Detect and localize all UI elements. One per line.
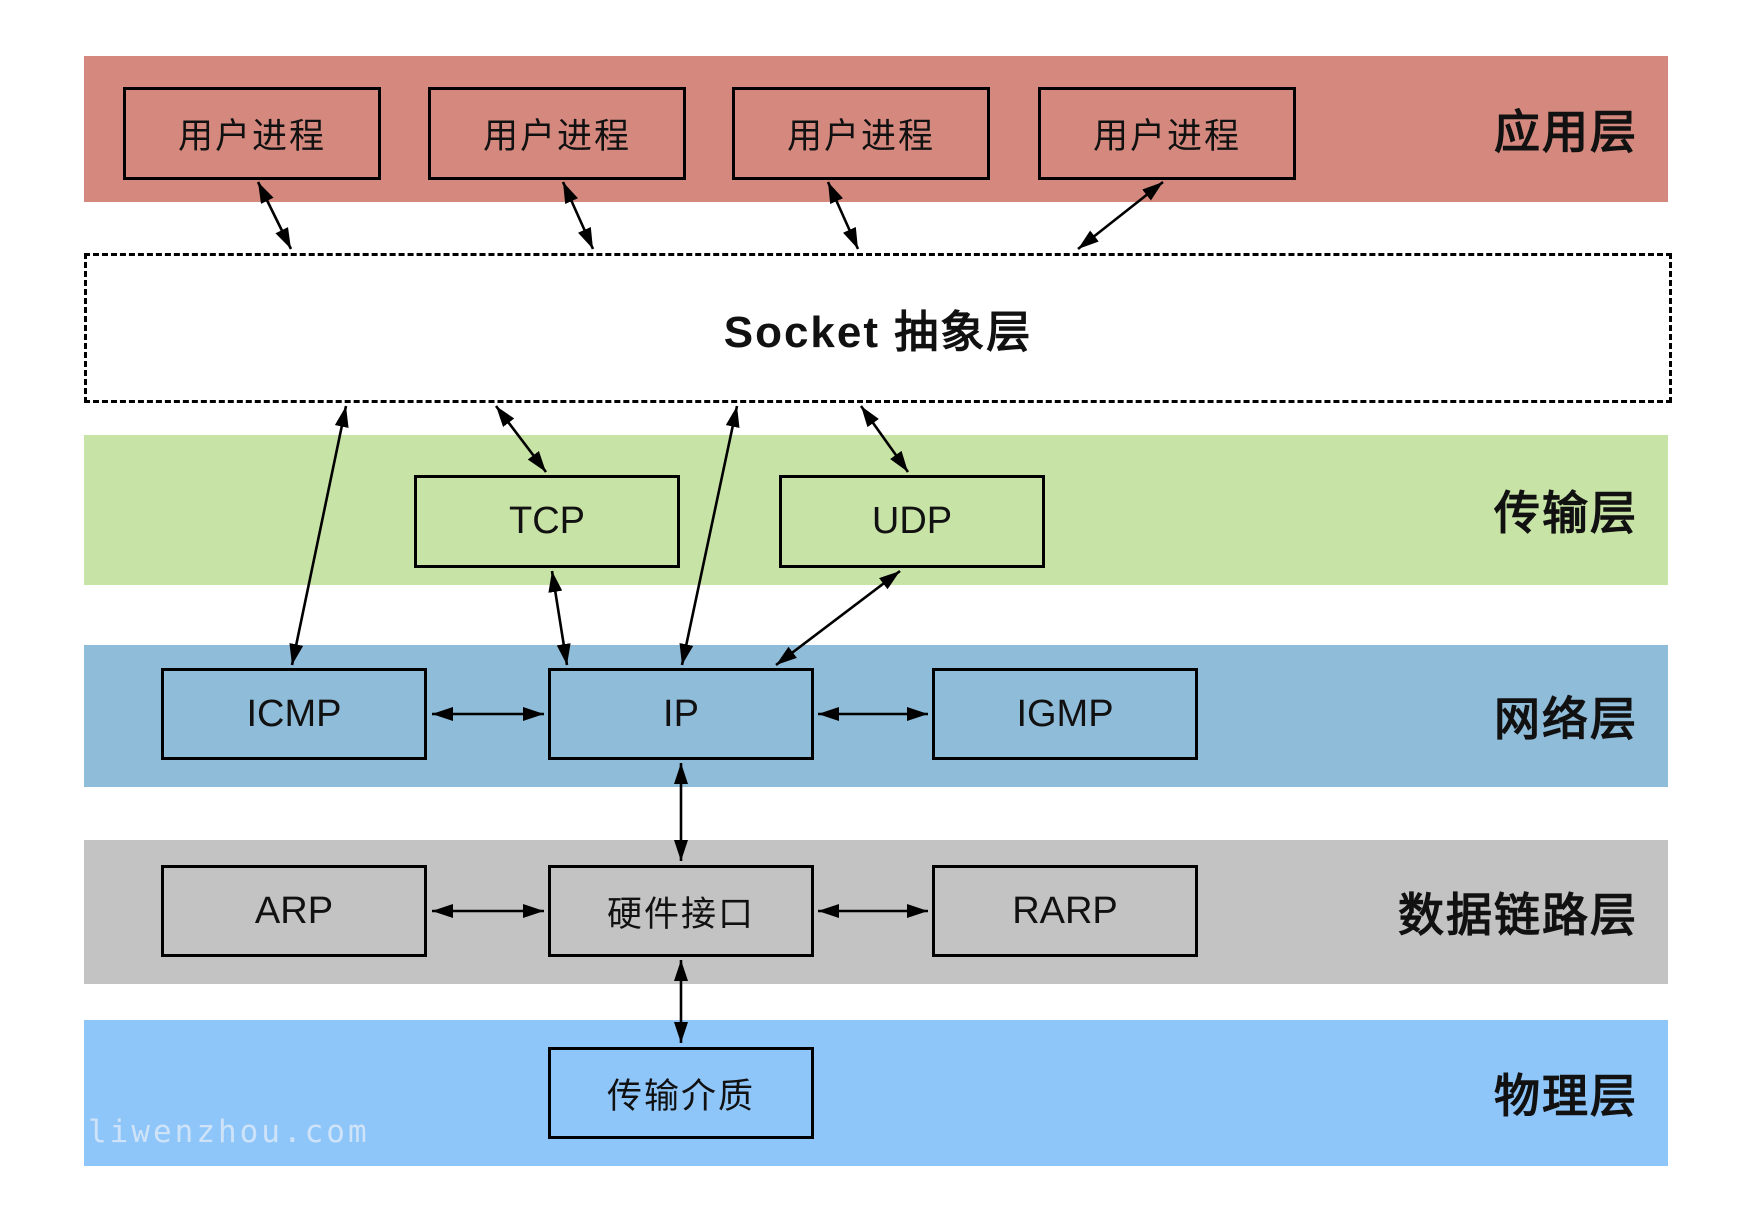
watermark: liwenzhou.com (88, 1114, 370, 1150)
node-rarp: RARP (932, 865, 1198, 957)
socket-abstraction-box: Socket 抽象层 (84, 253, 1672, 403)
node-user-process-1: 用户进程 (123, 87, 381, 180)
node-user-process-2: 用户进程 (428, 87, 686, 180)
node-ip: IP (548, 668, 814, 760)
node-user-process-4: 用户进程 (1038, 87, 1296, 180)
node-user-process-3: 用户进程 (732, 87, 990, 180)
node-transmission-medium: 传输介质 (548, 1047, 814, 1139)
layer-label-network: 网络层 (1494, 693, 1638, 745)
node-tcp: TCP (414, 475, 680, 568)
node-arp: ARP (161, 865, 427, 957)
layer-label-datalink: 数据链路层 (1398, 889, 1638, 941)
node-udp: UDP (779, 475, 1045, 568)
layer-label-physical: 物理层 (1494, 1070, 1638, 1122)
node-hardware-interface: 硬件接口 (548, 865, 814, 957)
layer-band-physical: 物理层 (84, 1020, 1668, 1166)
layer-label-application: 应用层 (1494, 106, 1638, 158)
node-igmp: IGMP (932, 668, 1198, 760)
layer-label-transport: 传输层 (1494, 487, 1638, 539)
socket-abstraction-label: Socket 抽象层 (723, 308, 1033, 357)
node-icmp: ICMP (161, 668, 427, 760)
